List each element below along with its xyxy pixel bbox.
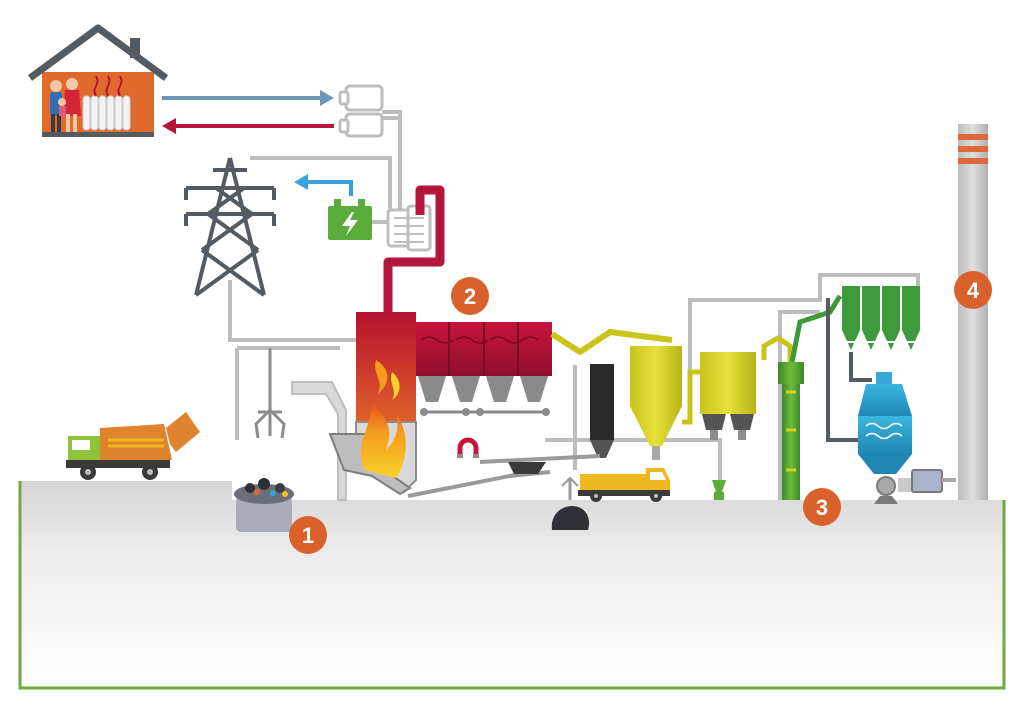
step-marker-2-label: 2 (464, 284, 476, 309)
waste-bunker-icon (234, 478, 294, 532)
feed-hopper-icon (291, 381, 347, 501)
family-icon (50, 78, 81, 132)
step-marker-2: 2 (451, 277, 489, 315)
flue-duct (550, 329, 673, 355)
yellow-connector-pipe (682, 369, 700, 425)
house-icon (27, 24, 169, 137)
steam-pipe (383, 185, 445, 318)
step-marker-4-label: 4 (967, 278, 980, 303)
green-pipe (789, 294, 843, 363)
fire-icon (360, 360, 406, 478)
crane-claw-icon (254, 348, 286, 439)
step-marker-1: 1 (289, 516, 327, 554)
ash-pile-icon (551, 476, 590, 530)
heat-exchanger-icon (338, 84, 384, 138)
step-marker-1-label: 1 (302, 523, 314, 548)
step-marker-3-label: 3 (816, 495, 828, 520)
residue-bin-icon (712, 480, 726, 500)
heat-flow-arrows (162, 90, 334, 134)
ash-silo-icon (590, 364, 614, 458)
yellow-connector-pipe-2 (761, 335, 793, 362)
step-marker-3: 3 (803, 488, 841, 526)
step-marker-4: 4 (954, 271, 992, 309)
scrubber-column-icon (778, 362, 804, 500)
garbage-truck-icon (66, 412, 200, 480)
ground (18, 481, 1006, 690)
chimney-icon (958, 124, 988, 500)
utility-pipes (228, 110, 920, 500)
ash-bin-icon (508, 462, 546, 474)
reactor-icon (858, 372, 956, 504)
cyclone-filter-icon (630, 346, 682, 460)
bag-filter-icon (700, 352, 756, 440)
turbine-icon (386, 204, 432, 252)
boiler-icon (416, 322, 552, 416)
step-markers: 1 2 3 4 (289, 271, 992, 554)
electricity-pylon-icon (184, 157, 276, 297)
magnet-icon (457, 437, 479, 458)
dump-truck-icon (578, 468, 670, 502)
furnace-icon (328, 312, 417, 496)
radiator-icon (82, 95, 131, 131)
silo-array-icon (842, 286, 920, 350)
reactor-piping (826, 298, 872, 442)
power-export-arrow (294, 174, 353, 196)
battery-icon (328, 199, 390, 240)
